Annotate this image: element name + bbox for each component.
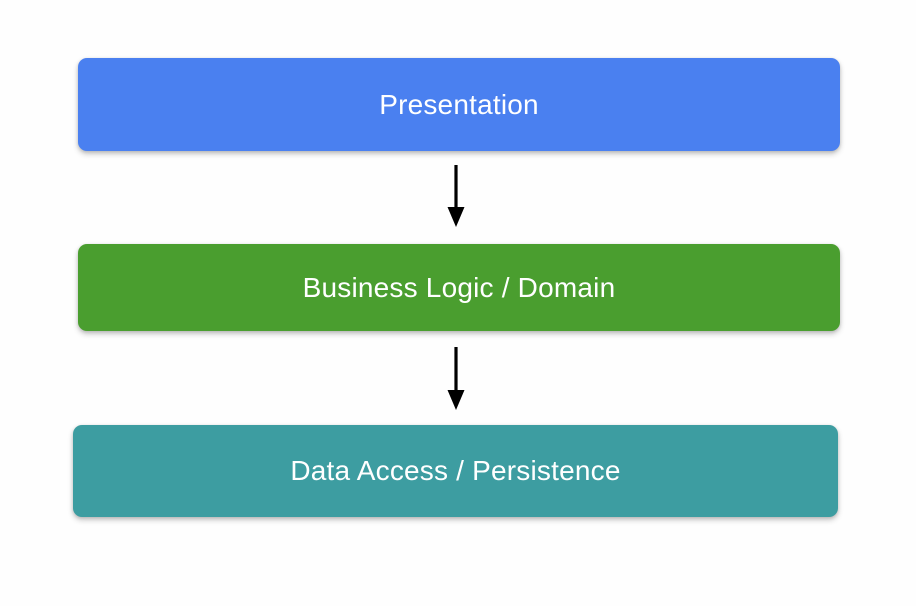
- arrow-business-to-data: [432, 345, 480, 413]
- arrow-down-icon: [447, 165, 465, 227]
- layer-label-presentation: Presentation: [379, 88, 539, 120]
- arrow-down-icon: [447, 347, 465, 410]
- layer-box-presentation[interactable]: Presentation: [78, 58, 840, 151]
- arrow-presentation-to-business: [432, 163, 480, 229]
- layer-label-data-access: Data Access / Persistence: [290, 455, 621, 486]
- layer-box-data-access[interactable]: Data Access / Persistence: [73, 425, 838, 517]
- layer-label-business-logic: Business Logic / Domain: [302, 271, 616, 303]
- layer-box-business-logic[interactable]: Business Logic / Domain: [78, 244, 840, 331]
